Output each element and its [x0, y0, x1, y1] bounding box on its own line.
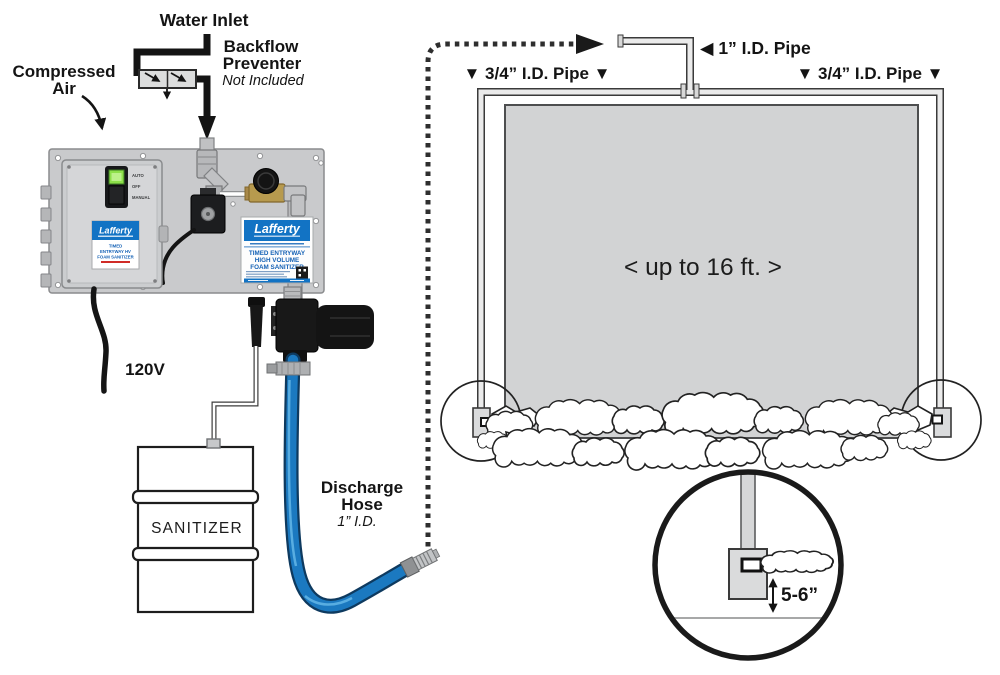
sanitizer-drum: SANITIZER	[131, 438, 260, 614]
backflow-note: Not Included	[222, 73, 304, 89]
compressed-air-label-1: Compressed	[13, 62, 116, 81]
supply-pipe	[622, 38, 693, 90]
drum-bung	[206, 438, 221, 449]
detail-nozzle-slot	[740, 557, 763, 573]
small-label-red-line	[101, 261, 130, 263]
span-note: < up to 16 ft. >	[624, 254, 782, 281]
drum-rib-bottom	[131, 546, 260, 562]
clamp-screw	[266, 363, 278, 374]
nozzle-detail-callout: 5-6”	[652, 469, 844, 661]
discharge-hose	[266, 352, 441, 614]
foam-unit-assembly: AUTO OFF MANUAL Lafferty TIMED ENTRYWAY …	[13, 10, 441, 614]
small-label-header	[92, 221, 139, 240]
box-latch	[158, 225, 169, 243]
small-label-line1: TIMED	[109, 244, 122, 249]
box-screws	[67, 165, 157, 283]
switch-position-labels: AUTO OFF MANUAL	[132, 173, 151, 200]
hose-end-fitting	[399, 548, 441, 578]
hose-core	[285, 354, 410, 612]
large-label-line2: HIGH VOLUME	[255, 257, 299, 264]
suction-tube-outline	[211, 346, 259, 446]
drum-label: SANITIZER	[151, 520, 243, 537]
compressed-air-label-2: Air	[52, 79, 76, 98]
foamer-body	[271, 298, 374, 362]
pipe-1id-label: ◀ 1” I.D. Pipe	[700, 38, 811, 58]
entryway-opening	[504, 104, 919, 439]
foam-band	[476, 391, 933, 471]
chemical-suction-line	[211, 297, 265, 446]
discharge-hose-label-1: Discharge	[321, 478, 403, 497]
pipe-frame	[478, 89, 943, 410]
suction-fitting	[250, 305, 263, 347]
brand-small: Lafferty	[99, 226, 133, 236]
power-switch	[105, 166, 128, 208]
nozzle-height-label: 5-6”	[781, 585, 818, 606]
pipe-34-right-label: ▼ 3/4” I.D. Pipe ▼	[796, 64, 943, 83]
backflow-preventer-symbol	[138, 69, 197, 100]
nozzle-right-slot	[931, 414, 943, 425]
hose-clamp	[266, 361, 311, 376]
large-label-line3: FOAM SANITIZER	[250, 264, 304, 271]
hose-highlight-2	[304, 595, 353, 606]
qr-code	[296, 266, 308, 279]
lafferty-label-large: Lafferty TIMED ENTRYWAY HIGH VOLUME FOAM…	[240, 216, 314, 284]
foamer-flange	[271, 306, 279, 336]
hose-highlight-1	[287, 379, 298, 567]
small-label-line2: ENTRYWAY HV	[100, 249, 131, 254]
large-label-line1: TIMED ENTRYWAY	[249, 250, 306, 257]
water-inlet-label: Water Inlet	[160, 10, 249, 30]
detail-circle-border	[652, 469, 844, 661]
plate-louvers	[40, 185, 52, 288]
small-label-title: TIMED ENTRYWAY HV FOAM SANITIZER	[97, 244, 134, 260]
switch-label-auto: AUTO	[132, 173, 145, 178]
small-label-line3: FOAM SANITIZER	[97, 255, 134, 260]
pipe-end-cap	[617, 34, 624, 48]
supply-pipe-outline	[622, 37, 694, 90]
entryway-piping-diagram: 5-6” ◀ 1” I.D. Pipe ▼ 3/4” I.D. Pipe ▼ ▼…	[425, 34, 982, 661]
large-label-title: TIMED ENTRYWAY HIGH VOLUME FOAM SANITIZE…	[249, 250, 306, 271]
water-inlet-arrowhead	[198, 116, 216, 140]
backflow-label-2: Preventer	[223, 54, 302, 73]
brand-large: Lafferty	[254, 222, 301, 236]
suction-tube	[212, 346, 258, 446]
dotted-flow-line	[425, 41, 576, 556]
elbow-vertical	[290, 194, 306, 217]
discharge-hose-label-2: Hose	[341, 495, 383, 514]
detail-nozzle	[728, 548, 768, 600]
large-label-footer	[244, 278, 310, 283]
backflow-label-1: Backflow	[224, 37, 299, 56]
metering-valve	[244, 168, 286, 203]
switch-rocker	[108, 185, 125, 205]
mounting-holes	[54, 152, 324, 291]
lafferty-label-small: Lafferty TIMED ENTRYWAY HV FOAM SANITIZE…	[91, 220, 140, 270]
water-inlet-pipe	[133, 34, 211, 76]
flow-arrowhead	[576, 34, 604, 54]
tee-coupling-left	[680, 83, 687, 99]
foamer-barrel	[316, 305, 374, 349]
compressed-air-arrow	[81, 94, 107, 131]
discharge-hose-size: 1” I.D.	[337, 514, 376, 530]
detail-pipe	[740, 473, 756, 551]
tee-coupling-right	[693, 83, 700, 99]
voltage-label: 120V	[125, 360, 165, 379]
control-box: AUTO OFF MANUAL Lafferty TIMED ENTRYWAY …	[61, 159, 169, 289]
switch-label-off: OFF	[132, 184, 141, 189]
power-cord	[90, 286, 109, 394]
switch-label-manual: MANUAL	[132, 195, 151, 200]
water-inlet-pipe-2	[196, 75, 211, 118]
drum-rib-top	[131, 489, 260, 505]
pipe-34-left-label: ▼ 3/4” I.D. Pipe ▼	[463, 64, 610, 83]
